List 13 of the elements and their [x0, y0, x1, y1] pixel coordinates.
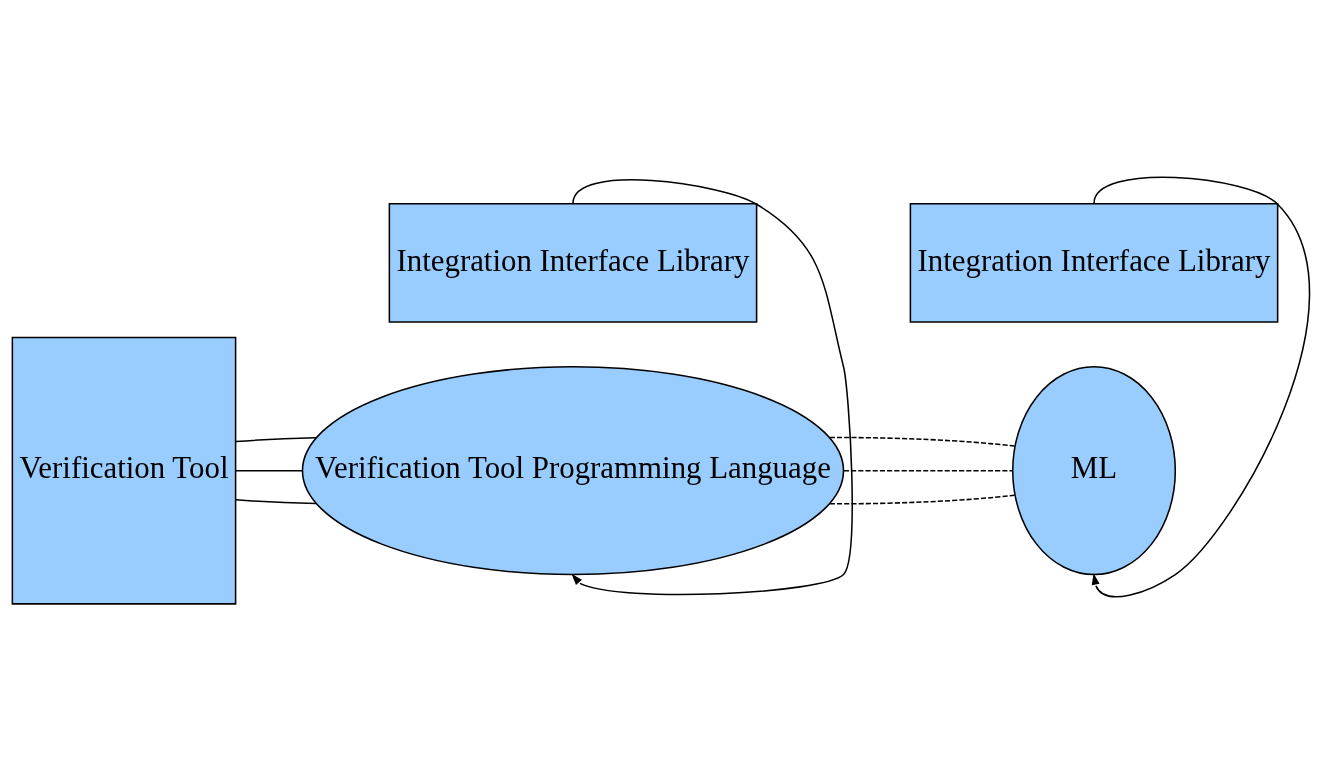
- arrow: [571, 178, 853, 595]
- connector: [235, 436, 317, 442]
- connector: [235, 498, 317, 504]
- node-box: Verification Tool: [11, 336, 237, 605]
- node-ellipse: ML: [1012, 365, 1177, 575]
- connector: [828, 493, 1016, 505]
- arrow: [1091, 176, 1311, 597]
- connector: [828, 436, 1016, 447]
- connector: [843, 469, 1014, 471]
- node-box: Integration Interface Library: [909, 202, 1279, 323]
- node-ellipse: Verification Tool Programming Language: [301, 365, 845, 575]
- node-box: Integration Interface Library: [388, 202, 758, 323]
- connector: [235, 469, 304, 471]
